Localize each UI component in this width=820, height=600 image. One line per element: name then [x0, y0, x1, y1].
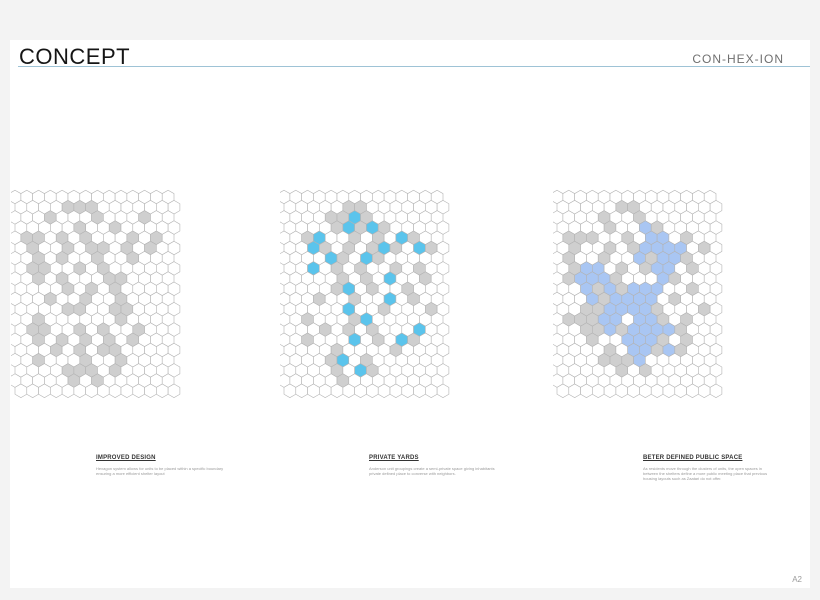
hex-cell [650, 383, 664, 398]
header-rule [18, 66, 810, 67]
hex-cell [354, 383, 367, 398]
page-number: A2 [792, 575, 802, 584]
hex-cell [389, 383, 403, 398]
hex-cell [627, 383, 640, 398]
hex-cell [556, 383, 570, 398]
hex-cell [615, 383, 628, 398]
hex-cell [592, 383, 605, 398]
hex-cell [132, 383, 145, 398]
hex-cell [144, 383, 157, 398]
caption-title: BETER DEFINED PUBLIC SPACE [643, 455, 743, 461]
hex-cell [377, 383, 391, 398]
concept-sheet: CONCEPT CON-HEX-ION IMPROVED DESIGN Hexa… [10, 40, 810, 588]
hex-cell [26, 383, 39, 398]
hex-cell [97, 383, 110, 398]
caption-title: IMPROVED DESIGN [96, 455, 156, 461]
page-title: CONCEPT [19, 44, 131, 69]
hex-cell [319, 383, 332, 398]
brand-label: CON-HEX-ION [692, 52, 784, 66]
hex-cell [330, 383, 344, 398]
hex-grid-public-space [553, 189, 793, 434]
hex-cell [603, 383, 617, 398]
hex-cell [580, 383, 593, 398]
hex-cell [342, 383, 355, 398]
hex-cell [85, 383, 98, 398]
hex-grid-svg [553, 189, 723, 398]
hex-cell [120, 383, 134, 398]
hex-cell [167, 383, 181, 398]
hex-cell [425, 383, 438, 398]
hex-cell [295, 383, 308, 398]
hex-grid-svg [280, 189, 450, 398]
caption-text: As residents move through the clusters o… [643, 466, 768, 481]
hex-cell [108, 383, 122, 398]
hex-grid-improved-design [11, 189, 251, 434]
hex-cell [307, 383, 320, 398]
hex-cell [662, 383, 676, 398]
hex-cell [436, 383, 450, 398]
hex-cell [156, 383, 169, 398]
hex-cell [38, 383, 51, 398]
hex-cell [686, 383, 699, 398]
hex-cell [14, 383, 28, 398]
caption-text: Hexagon system allows for units to be pl… [96, 466, 224, 476]
caption-public-space: BETER DEFINED PUBLIC SPACE As residents … [643, 455, 773, 481]
hex-cell [366, 383, 379, 398]
hex-cell [401, 383, 414, 398]
caption-text: Anderson unit groupings create a semi-pr… [369, 466, 495, 476]
hex-cell [413, 383, 426, 398]
hex-cell [283, 383, 297, 398]
hex-cell [50, 383, 63, 398]
hex-cell [674, 383, 687, 398]
hex-cell [73, 383, 86, 398]
hex-cell [61, 383, 75, 398]
caption-private-yards: PRIVATE YARDS Anderson unit groupings cr… [369, 455, 499, 476]
caption-title: PRIVATE YARDS [369, 455, 419, 461]
hex-cell [709, 383, 723, 398]
hex-grid-private-yards [280, 189, 520, 434]
caption-improved-design: IMPROVED DESIGN Hexagon system allows fo… [96, 455, 226, 476]
hex-cell [568, 383, 581, 398]
hex-cell [698, 383, 711, 398]
hex-cell [639, 383, 652, 398]
hex-grid-svg [11, 189, 181, 398]
